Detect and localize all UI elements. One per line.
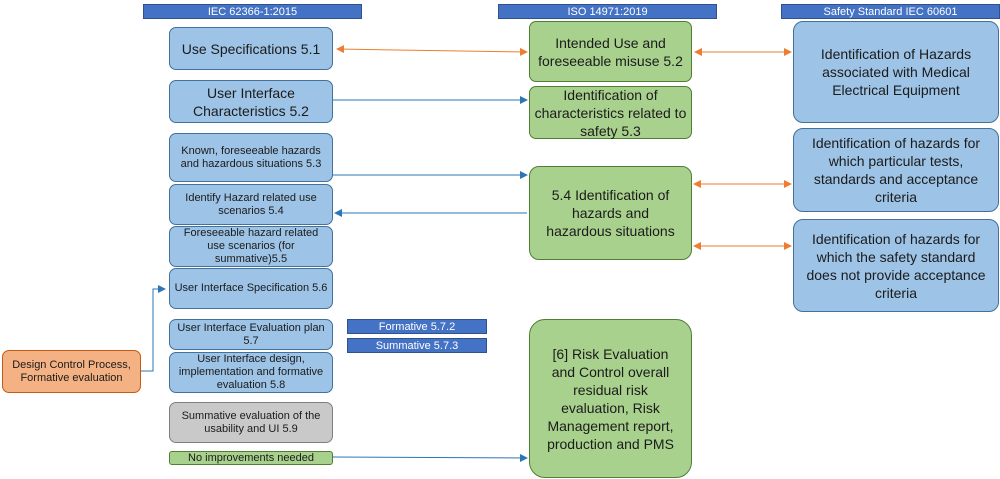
box-ui-characteristics: User Interface Characteristics 5.2	[169, 80, 333, 123]
box-design-control-process: Design Control Process, Formative evalua…	[2, 350, 141, 393]
box-use-specifications: Use Specifications 5.1	[169, 27, 333, 70]
header-iec-62366: IEC 62366-1:2015	[143, 4, 362, 19]
tag-formative: Formative 5.7.2	[347, 319, 487, 334]
arrow-noimprovements-risk	[332, 453, 528, 462]
box-hazards-tests: Identification of hazards for which part…	[793, 128, 999, 212]
tag-summative: Summative 5.7.3	[347, 338, 487, 353]
box-summative-evaluation: Summative evaluation of the usability an…	[169, 402, 333, 443]
header-iso-14971: ISO 14971:2019	[498, 4, 717, 19]
box-risk-evaluation: [6] Risk Evaluation and Control overall …	[529, 319, 692, 478]
arrow-usespec-intendeduse	[336, 45, 528, 56]
box-known-hazards: Known, foreseeable hazards and hazardous…	[169, 133, 333, 182]
box-hazards-situations: 5.4 Identification of hazards and hazard…	[529, 166, 692, 260]
box-safety-characteristics: Identification of characteristics relate…	[529, 86, 692, 139]
box-identify-scenarios: Identify Hazard related use scenarios 5.…	[169, 184, 333, 225]
arrow-design-control-loop	[141, 285, 166, 372]
box-ui-design: User Interface design, implementation an…	[169, 352, 333, 393]
box-ui-specification: User Interface Specification 5.6	[169, 268, 333, 309]
box-hazards-medical: Identification of Hazards associated wit…	[793, 21, 999, 123]
box-no-improvements: No improvements needed	[169, 451, 333, 465]
box-intended-use: Intended Use and foreseeable misuse 5.2	[529, 21, 692, 82]
box-ui-evaluation-plan: User Interface Evaluation plan 5.7	[169, 319, 333, 350]
header-iec-60601: Safety Standard IEC 60601	[781, 4, 1000, 19]
box-foreseeable-scenarios: Foreseeable hazard related use scenarios…	[169, 226, 333, 267]
box-hazards-no-criteria: Identification of hazards for which the …	[793, 219, 999, 312]
